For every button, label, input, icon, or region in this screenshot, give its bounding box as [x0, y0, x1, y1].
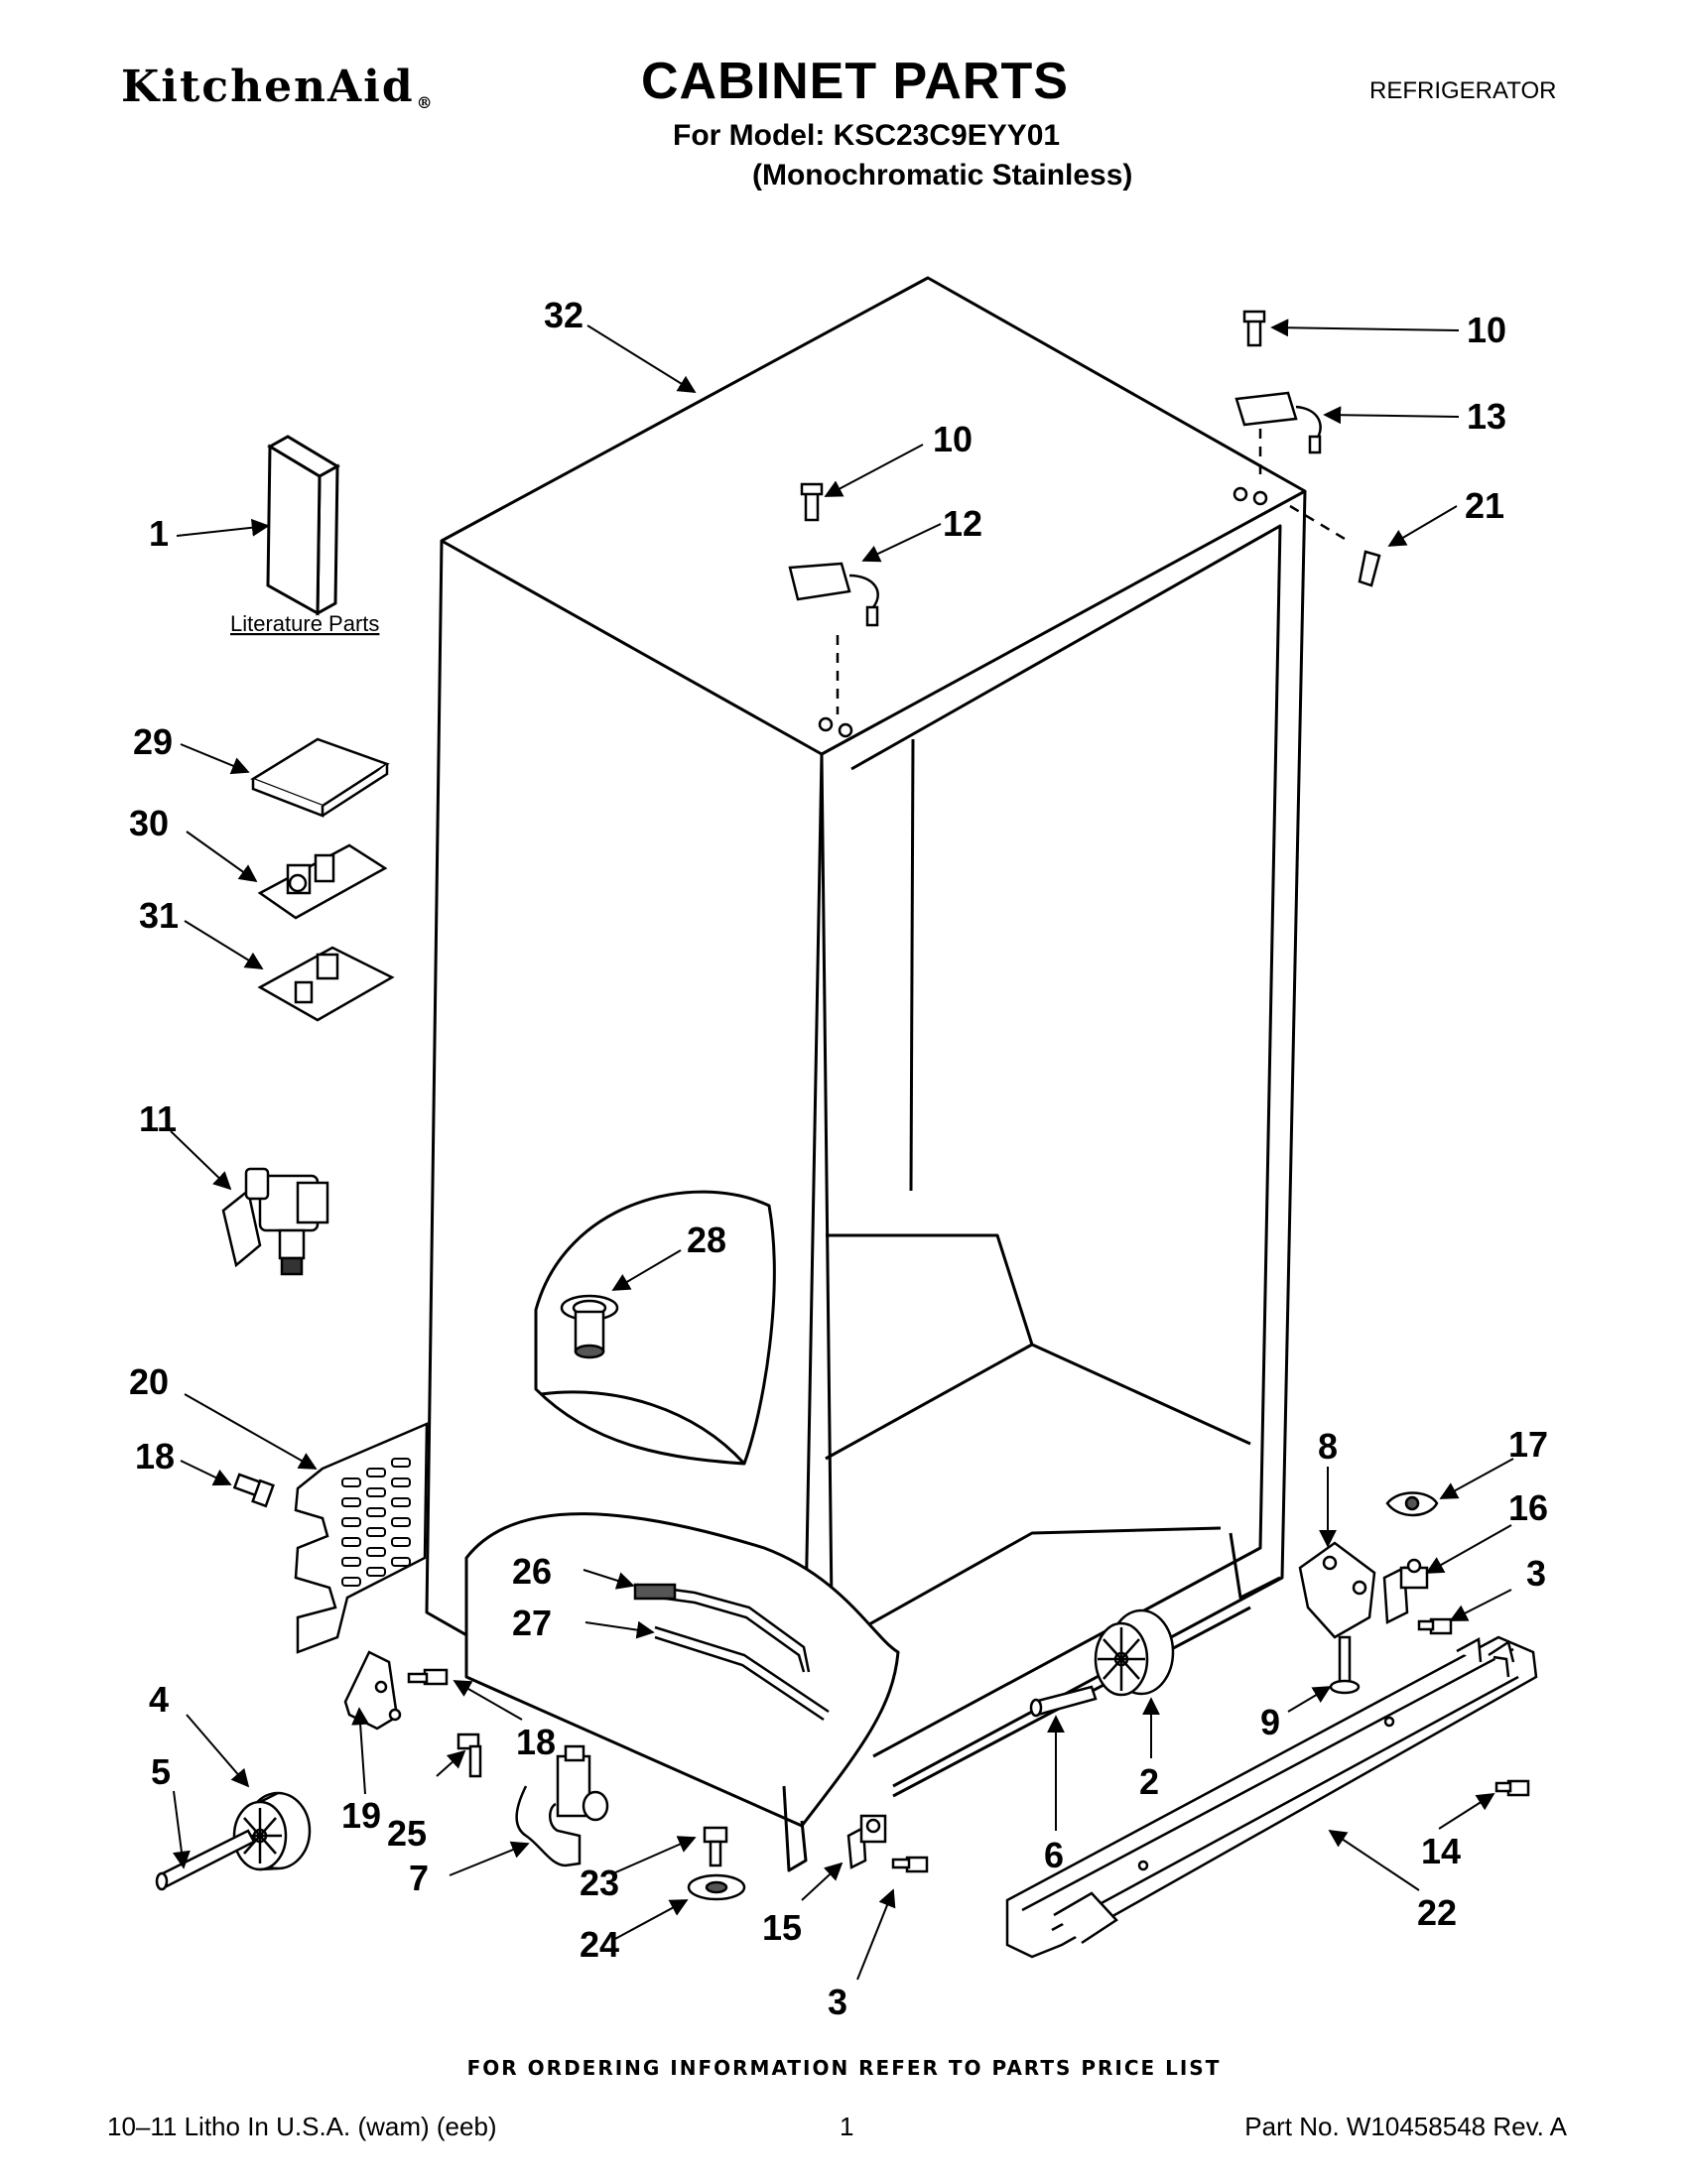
front-roller-left: [232, 1791, 312, 1871]
callout-label: 32: [544, 295, 584, 335]
callout-label: 2: [1139, 1761, 1159, 1802]
callout-label: 30: [129, 803, 169, 843]
ordering-note: FOR ORDERING INFORMATION REFER TO PARTS …: [466, 2056, 1222, 2080]
plug: [560, 1294, 619, 1359]
appliance-category: REFRIGERATOR: [1369, 77, 1557, 104]
brand-name: KitchenAid: [121, 62, 415, 112]
lower-hinge: [1298, 1541, 1376, 1639]
model-line: For Model: KSC23C9EYY01: [673, 119, 1061, 152]
screw: [456, 1733, 482, 1778]
callout-label: 1: [149, 513, 169, 554]
page-number: 1: [840, 2112, 854, 2141]
electronic-control-board: [257, 843, 388, 920]
hinge-assembly-small: [1382, 1558, 1429, 1624]
callout-label: 5: [151, 1751, 171, 1792]
print-info: 10–11 Litho In U.S.A. (wam) (eeb): [107, 2112, 497, 2141]
hinge-top-center: [788, 482, 879, 738]
rear-roller: [1094, 1608, 1175, 1697]
dispenser-control-board: [257, 946, 395, 1022]
callout-label: 23: [580, 1863, 619, 1903]
callout-label: 21: [1465, 485, 1504, 526]
screw: [1494, 1779, 1530, 1797]
hinge-pin: [1329, 1635, 1361, 1695]
callout-label: 20: [129, 1361, 169, 1402]
callout-label: 31: [139, 895, 179, 936]
variant-line: (Monochromatic Stainless): [752, 159, 1133, 192]
brand-logo: KitchenAid®: [121, 62, 435, 112]
screw: [407, 1668, 449, 1686]
callout-label: 16: [1508, 1487, 1548, 1528]
water-valve: [221, 1167, 329, 1276]
callout-label: 15: [762, 1907, 802, 1948]
roller-bracket: [343, 1650, 402, 1731]
callout-label: 9: [1260, 1702, 1280, 1742]
screw: [1417, 1617, 1453, 1635]
callout-label: 12: [943, 503, 982, 544]
callout-label: 24: [580, 1924, 619, 1965]
base-grille: [1005, 1635, 1538, 1959]
callout-label: 19: [341, 1795, 381, 1836]
part-number: Part No. W10458548 Rev. A: [1244, 2112, 1567, 2141]
control-board-cover: [250, 737, 390, 818]
toe-grille: [294, 1422, 429, 1654]
water-inlet-tube: [515, 1744, 609, 1867]
callout-label: 6: [1044, 1835, 1064, 1875]
callout-label: 4: [149, 1679, 169, 1720]
brand-registered-mark: ®: [416, 93, 435, 112]
hinge-top-right: [1233, 310, 1381, 587]
callout-label: 27: [512, 1603, 552, 1643]
callout-label: 10: [1467, 310, 1506, 350]
page-title: CABINET PARTS: [641, 53, 1069, 110]
literature-parts: [266, 435, 340, 616]
callout-label: 18: [135, 1436, 175, 1477]
roller-axle-right: [1029, 1685, 1098, 1718]
screw: [891, 1856, 929, 1873]
roller-axle-left: [155, 1829, 256, 1891]
callout-label: 13: [1467, 396, 1506, 437]
callout-label: 3: [828, 1982, 847, 2022]
callout-label: 14: [1421, 1831, 1461, 1871]
callout-label: 18: [516, 1722, 556, 1762]
water-tube: [633, 1583, 830, 1722]
literature-parts-label: Literature Parts: [230, 611, 379, 636]
callout-labels: 32 10 13 10 12 21 1 29 30 31 11 28 20 18…: [129, 295, 1548, 2022]
callout-label: 22: [1417, 1892, 1457, 1933]
callout-label: 26: [512, 1551, 552, 1592]
callout-label: 3: [1526, 1553, 1546, 1594]
callout-label: 25: [387, 1813, 427, 1854]
cabinet-body: [425, 276, 1307, 1872]
callout-label: 8: [1318, 1426, 1338, 1467]
screw: [703, 1826, 728, 1867]
hinge-bushing: [1385, 1491, 1439, 1517]
callout-label: 28: [687, 1220, 726, 1260]
hinge-bracket-small: [846, 1814, 887, 1869]
callout-label: 10: [933, 419, 973, 459]
screw: [232, 1473, 275, 1508]
callout-label: 17: [1508, 1424, 1548, 1465]
callout-label: 11: [139, 1098, 177, 1139]
leveling-cam: [687, 1873, 746, 1901]
callout-label: 29: [133, 721, 173, 762]
callout-label: 7: [409, 1858, 429, 1898]
leader-lines: [170, 319, 1514, 1981]
